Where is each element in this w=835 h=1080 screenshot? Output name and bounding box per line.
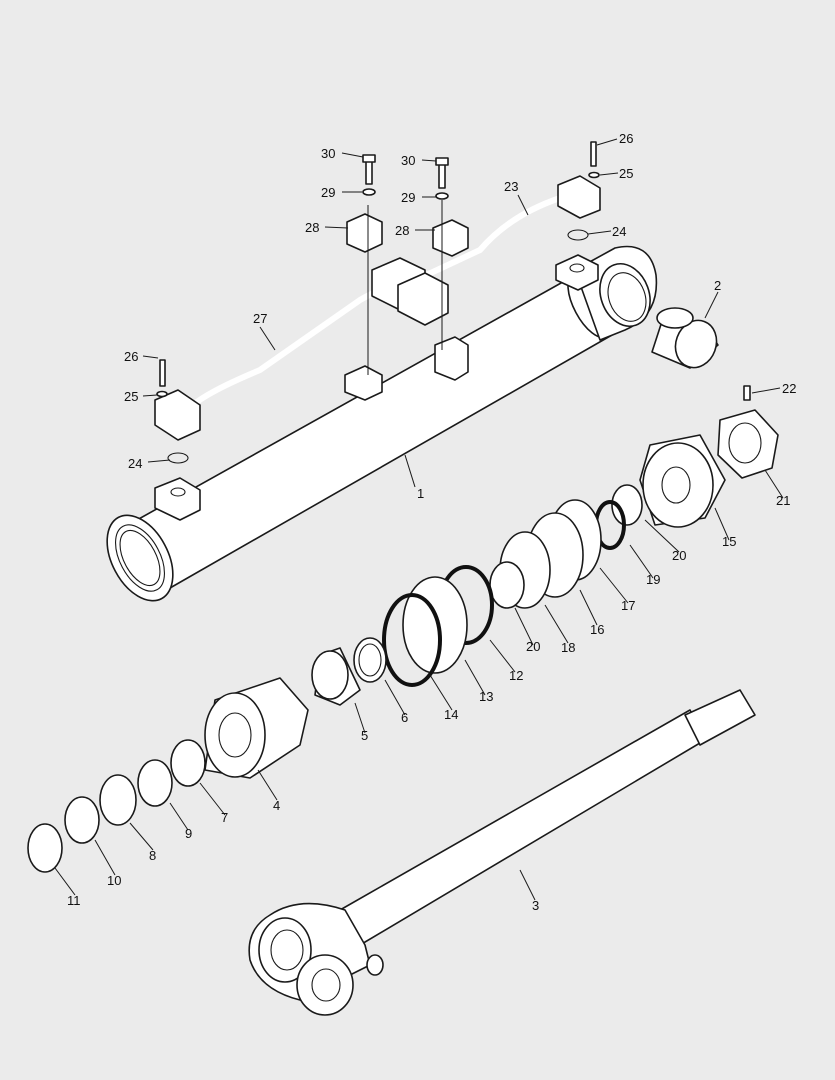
callout-24b: 24 (612, 224, 626, 239)
callout-8: 8 (149, 848, 156, 863)
callout-2: 2 (714, 278, 721, 293)
callout-26b: 26 (619, 131, 633, 146)
callout-30b: 30 (401, 153, 415, 168)
callout-29a: 29 (321, 185, 335, 200)
callout-15: 15 (722, 534, 736, 549)
callout-13: 13 (479, 689, 493, 704)
callout-21: 21 (776, 493, 790, 508)
callout-27: 27 (253, 311, 267, 326)
callout-7: 7 (221, 810, 228, 825)
leader-lines (54, 138, 784, 901)
callout-9: 9 (185, 826, 192, 841)
callout-28a: 28 (305, 220, 319, 235)
callout-30a: 30 (321, 146, 335, 161)
callout-22: 22 (782, 381, 796, 396)
callout-28b: 28 (395, 223, 409, 238)
callout-19: 19 (646, 572, 660, 587)
callout-10: 10 (107, 873, 121, 888)
callout-23: 23 (504, 179, 518, 194)
callout-1: 1 (417, 486, 424, 501)
rod-seals (27, 739, 206, 873)
callout-20b: 20 (672, 548, 686, 563)
cylinder-tube (106, 245, 658, 602)
callout-5: 5 (361, 728, 368, 743)
callout-11: 11 (67, 893, 81, 908)
callout-3: 3 (532, 898, 539, 913)
callout-16: 16 (590, 622, 604, 637)
callout-18: 18 (561, 640, 575, 655)
callout-20a: 20 (526, 639, 540, 654)
callouts: 1 2 3 4 5 6 7 8 9 10 11 12 13 14 15 16 1… (67, 131, 796, 913)
callout-24a: 24 (128, 456, 142, 471)
piston (639, 434, 726, 528)
pipe-assembly (154, 175, 601, 441)
callout-14: 14 (444, 707, 458, 722)
callout-26a: 26 (124, 349, 138, 364)
callout-12: 12 (509, 668, 523, 683)
piston-seals (382, 484, 643, 687)
callout-4: 4 (273, 798, 280, 813)
cylinder-head (204, 677, 309, 779)
callout-25b: 25 (619, 166, 633, 181)
callout-25a: 25 (124, 389, 138, 404)
callout-29b: 29 (401, 190, 415, 205)
piston-rod (248, 689, 756, 1016)
rod-bushing (311, 637, 387, 706)
clamp-hardware (156, 141, 600, 464)
piston-nut (717, 385, 779, 479)
callout-17: 17 (621, 598, 635, 613)
callout-6: 6 (401, 710, 408, 725)
bushing (651, 307, 719, 369)
